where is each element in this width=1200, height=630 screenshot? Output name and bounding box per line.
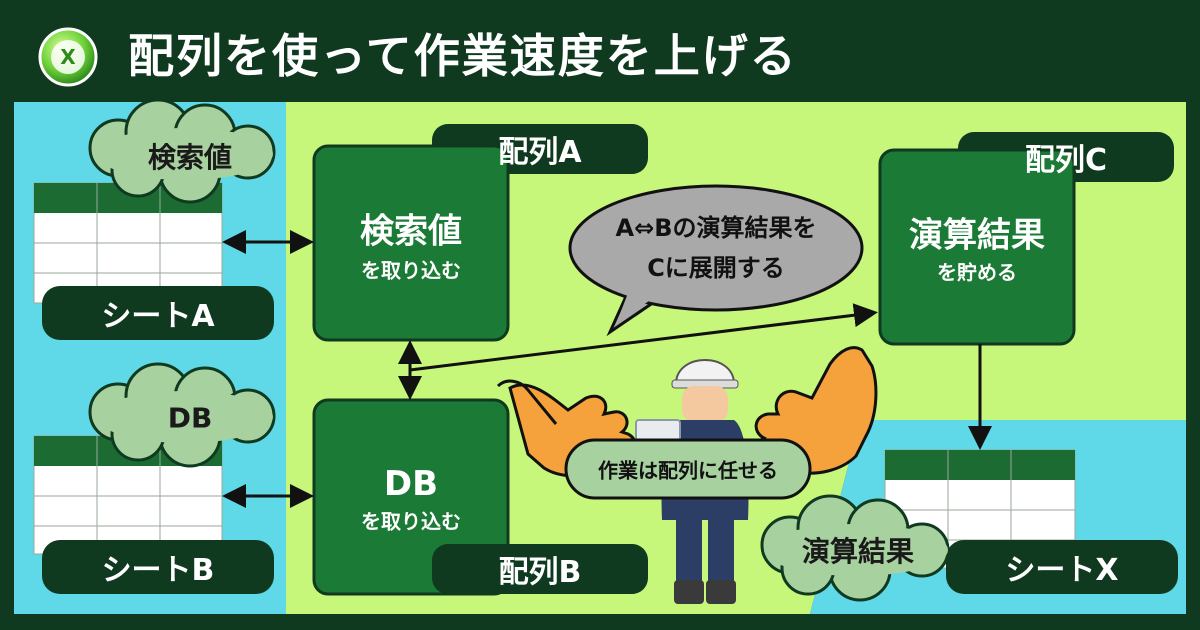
sheet-a-tab (42, 286, 274, 340)
array-b-title: DB (383, 464, 439, 504)
sheet-x-tab (946, 540, 1178, 594)
header-banner (14, 14, 1000, 102)
worker-label-pill (564, 438, 812, 500)
array-c-tag-label: 配列C (1024, 143, 1108, 178)
sheet-b-tab (42, 540, 274, 594)
cloud-lookup (88, 98, 276, 204)
cloud-db-label: DB (167, 401, 213, 435)
array-c-subtitle: を貯める (937, 260, 1017, 285)
page-title: 配列を使って作業速度を上げる (128, 29, 798, 83)
cloud-result (760, 494, 950, 602)
array-a-tag-label: 配列A (498, 135, 582, 170)
excel-logo-inner (51, 40, 85, 74)
array-a-subtitle: を取り込む (361, 258, 461, 283)
array-b-subtitle: を取り込む (361, 509, 461, 534)
sheet-x-label: シートX (1005, 553, 1119, 588)
sheet-a-label: シートA (101, 299, 215, 334)
speech-bubble-line-2: Cに展開する (647, 254, 785, 282)
array-b-tag-label: 配列B (498, 555, 582, 590)
cloud-lookup-label: 検索値 (147, 141, 233, 174)
sheet-x-grid (884, 449, 1076, 569)
excel-logo-letter: X (60, 45, 76, 69)
array-a-title: 検索値 (360, 211, 462, 252)
arrow-to-array-c (409, 303, 878, 372)
array-b-tag (432, 544, 648, 594)
worker-label-text: 作業は配列に任せる (598, 458, 778, 483)
cloud-result-label: 演算結果 (801, 535, 915, 568)
cloud-db (88, 362, 276, 468)
speech-bubble-line-1: A⇔Bの演算結果を (615, 214, 817, 242)
sheet-a-grid (33, 182, 223, 304)
array-c-box (878, 148, 1076, 346)
array-c-title: 演算結果 (909, 215, 1045, 256)
sheet-b-label: シートB (101, 553, 215, 588)
speech-bubble (568, 184, 864, 337)
